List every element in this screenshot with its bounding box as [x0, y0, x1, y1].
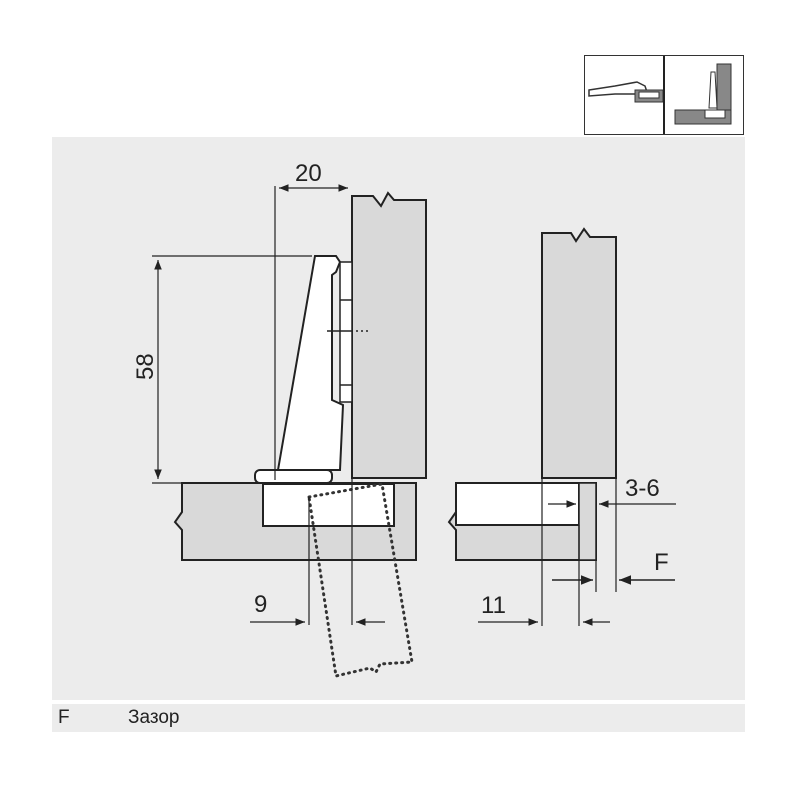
hinge-base	[254, 469, 333, 484]
hinge-side-view-thumbnail[interactable]	[585, 56, 664, 134]
dim-gap-label: F	[654, 549, 669, 576]
hinge-arm	[276, 255, 345, 471]
legend-key: F	[58, 707, 70, 728]
view-thumbnails	[584, 55, 744, 135]
cabinet-side-panel-right	[541, 227, 617, 479]
hinge-cup	[262, 483, 395, 527]
legend-value: Зазор	[128, 707, 180, 728]
hinge-installed-view-thumbnail[interactable]	[663, 56, 743, 134]
dim-offset-right: 11	[481, 592, 506, 619]
hinge-drawing: 20 58 9 3-6 F 11	[132, 160, 676, 678]
drawing-panel: 20 58 9 3-6 F 11	[52, 137, 745, 700]
open-door-outline	[307, 482, 414, 678]
dim-height-left: 58	[132, 353, 159, 380]
dim-range-right: 3-6	[625, 475, 660, 502]
legend-row: F Зазор	[52, 704, 745, 732]
dim-width-top: 20	[295, 160, 322, 187]
cabinet-side-panel	[351, 191, 427, 479]
hinge-installed-icon	[674, 63, 732, 125]
dim-offset-left: 9	[254, 591, 267, 618]
hinge-side-icon	[588, 81, 664, 103]
